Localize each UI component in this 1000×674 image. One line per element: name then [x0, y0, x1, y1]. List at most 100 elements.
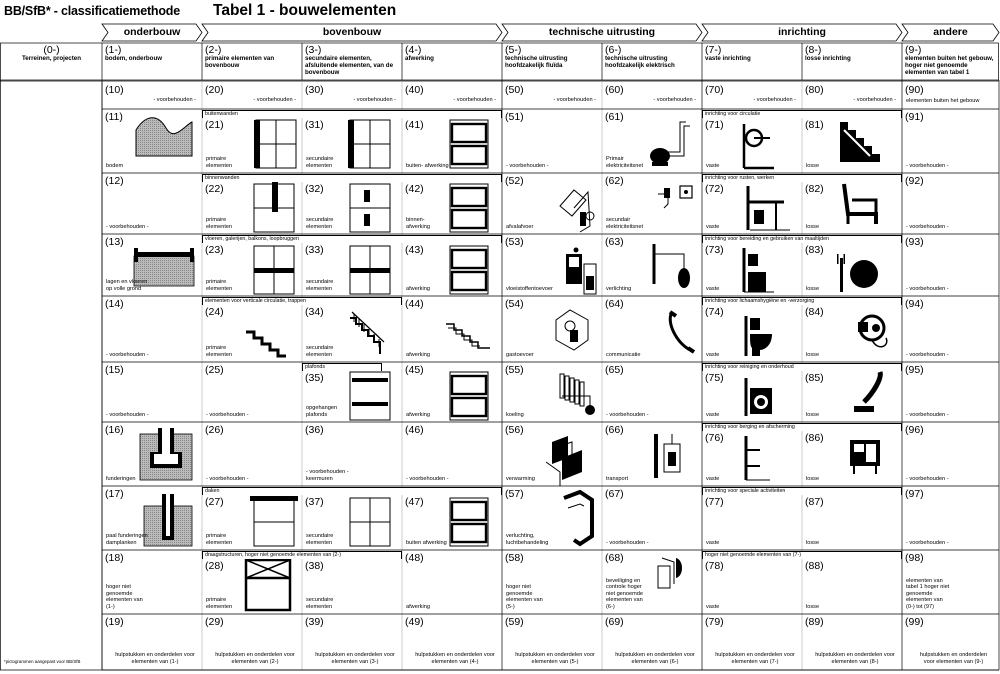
ground-slab-icon — [133, 248, 195, 287]
ceiling-secondary-icon — [349, 371, 391, 421]
cell-16: (16)funderingen — [102, 422, 202, 486]
cell-80: (80)- voorbehouden - — [802, 82, 902, 109]
cell-code: (38) — [305, 560, 324, 572]
cell-28: (28)primaire elementen — [202, 550, 302, 614]
cell-30: (30)- voorbehouden - — [302, 82, 402, 109]
exterior-wall-primary-icon — [254, 119, 297, 169]
column-header-9: (9-)elementen buiten het gebouw, hoger n… — [905, 45, 997, 80]
cell-47: (47)buiten afwerking — [402, 486, 502, 550]
cell-24: (24)primaire elementen — [202, 296, 302, 362]
cell-27: (27)primaire elementen — [202, 486, 302, 550]
group-chevron-onderbouw — [101, 23, 203, 42]
cell-55: (55)koeling — [502, 362, 602, 422]
band-9: inrichting voor bereiding en gebruiken v… — [702, 235, 902, 243]
cell-code: (77) — [705, 496, 724, 508]
cell-code: (35) — [305, 372, 324, 384]
cell-45: (45)afwerking — [402, 362, 502, 422]
cell-code: (43) — [405, 244, 424, 256]
cell-label: hulpstukken en onderdelen voor elementen… — [515, 652, 595, 665]
cell-code: (21) — [205, 119, 224, 131]
primary-power-icon — [650, 121, 690, 166]
cell-50: (50)- voorbehouden - — [502, 82, 602, 109]
cell-code: (78) — [705, 560, 724, 572]
column-header-3: (3-)secundaire elementen, afsluitende el… — [305, 45, 400, 80]
column-code: (8-) — [805, 44, 822, 56]
column-header-6: (6-)technische uitrusting hoofdzakelijk … — [605, 45, 700, 80]
group-bovenbouw: bovenbouw — [322, 26, 382, 38]
cell-88: (88)losse — [802, 550, 902, 614]
cell-67: (67)- voorbehouden - — [602, 486, 702, 550]
cell-code: (46) — [405, 424, 424, 436]
cell-code: (98) — [905, 552, 924, 564]
cell-code: (40) — [405, 84, 424, 96]
cell-label: - voorbehouden - — [206, 475, 249, 482]
cell-code: (30) — [305, 84, 324, 96]
cell-code: (88) — [805, 560, 824, 572]
cell-46: (46)- voorbehouden - — [402, 422, 502, 486]
exterior-finish-icon — [449, 119, 489, 169]
cell-53: (53)vloeistoffentoevoer — [502, 234, 602, 296]
cell-label: hulpstukken en onderdelen voor elementen… — [115, 652, 195, 665]
telephone-icon — [668, 310, 696, 354]
cell-85: (85)losse — [802, 362, 902, 422]
cell-44: (44)afwerking — [402, 296, 502, 362]
cell-code: (15) — [105, 364, 124, 376]
cell-code: (69) — [605, 616, 624, 628]
cell-84: (84)losse — [802, 296, 902, 362]
cell-label: buiten- afwerking — [406, 162, 449, 169]
cell-label: vaste — [706, 475, 720, 482]
cell-code: (20) — [205, 84, 224, 96]
band-8: inrichting voor rusten, werken — [702, 174, 902, 182]
group-technische: technische uitrusting — [548, 26, 656, 38]
roof-secondary-icon — [349, 497, 391, 547]
hair-dryer-icon — [858, 314, 888, 348]
cell-code: (17) — [105, 488, 124, 500]
cell-code: (89) — [805, 616, 824, 628]
cell-23: (23)primaire elementen — [202, 234, 302, 296]
cell-label: - voorbehouden - — [153, 97, 196, 103]
cell-58: (58)hoger niet genoemde elementen van (5… — [502, 550, 602, 614]
cell-label: secundaire elementen — [306, 345, 334, 358]
shelving-icon — [744, 436, 770, 481]
circulation-fixture-icon — [742, 124, 774, 170]
cell-25: (25)- voorbehouden - — [202, 362, 302, 422]
column-code: (5-) — [505, 44, 522, 56]
column-code: (4-) — [405, 44, 422, 56]
cell-code: (22) — [205, 183, 224, 195]
cell-37: (37)secundaire elementen — [302, 486, 402, 550]
cell-code: (76) — [705, 432, 724, 444]
stair-secondary-icon — [350, 311, 385, 354]
cell-label: - voorbehouden - — [753, 97, 796, 103]
cell-code: (24) — [205, 306, 224, 318]
lighting-icon — [652, 244, 690, 288]
loose-stair-icon — [840, 122, 880, 162]
cell-20: (20)- voorbehouden - — [202, 82, 302, 109]
cell-label: vaste — [706, 603, 720, 610]
column-label: vaste inrichting — [705, 55, 751, 62]
column-label: afwerking — [405, 55, 434, 62]
cell-label: secundaire elementen — [306, 597, 334, 610]
cell-72: (72)vaste — [702, 173, 802, 234]
cell-48: (48)afwerking — [402, 550, 502, 614]
cell-label: - voorbehouden - — [506, 162, 549, 169]
cell-label: - voorbehouden - — [106, 351, 149, 358]
cell-label: Primair elektriciteitsnet — [606, 156, 643, 169]
cell-label: communicatie — [606, 351, 641, 358]
cell-code: (53) — [505, 236, 524, 248]
cell-label: koeling — [506, 411, 524, 418]
cell-code: (27) — [205, 496, 224, 508]
ventilation-icon — [563, 489, 594, 547]
cell-26: (26)- voorbehouden - — [202, 422, 302, 486]
column-header-4: (4-)afwerking — [405, 45, 500, 80]
band-4: plafonds — [302, 363, 382, 371]
cell-32: (32)secundaire elementen — [302, 173, 402, 234]
cell-code: (16) — [105, 424, 124, 436]
cell-label: afwerking — [406, 285, 430, 292]
cell-code: (39) — [305, 616, 324, 628]
cell-label: vaste — [706, 162, 720, 169]
cell-code: (96) — [905, 424, 924, 436]
column-label: technische uitrusting hoofdzakelijk fluï… — [505, 55, 568, 69]
cell-label: gastoevoer — [506, 351, 534, 358]
cell-95: (95)- voorbehouden - — [902, 362, 999, 422]
cell-code: (87) — [805, 496, 824, 508]
